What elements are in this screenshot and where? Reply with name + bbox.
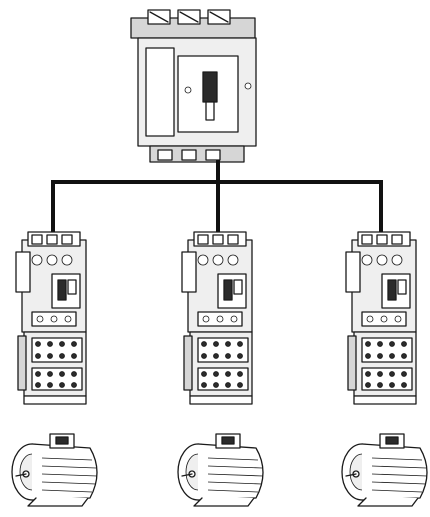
motor-starter [182,232,252,404]
motor [178,434,263,506]
circuit-breaker [131,10,256,162]
motor [342,434,427,506]
distribution-wire [53,162,381,235]
motor-starter [16,232,86,404]
motor [12,434,97,506]
motor-starter [346,232,416,404]
